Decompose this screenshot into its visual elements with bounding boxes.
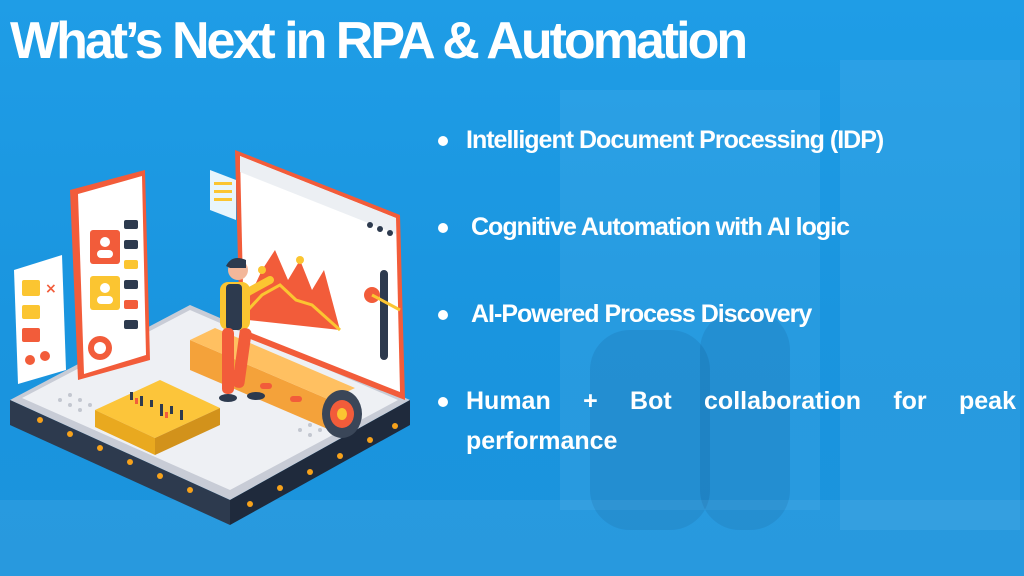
svg-text:×: × (45, 281, 57, 297)
bullet-dot-icon (438, 310, 448, 320)
bullet-dot-icon (438, 223, 448, 233)
bullet-text: Human + Bot collaboration for peak perfo… (466, 387, 1016, 455)
slide-title: What’s Next in RPA & Automation (10, 12, 748, 70)
bullet-item: Cognitive Automation with AI logic (438, 207, 1018, 247)
bullet-item: Intelligent Document Processing (IDP) (438, 120, 1018, 160)
bullet-dot-icon (438, 397, 448, 407)
bullet-text: Cognitive Automation with AI logic (471, 213, 850, 241)
bullet-dot-icon (438, 136, 448, 146)
bullet-item: Human + Bot collaboration for peak perfo… (438, 381, 1018, 461)
bullet-item: AI-Powered Process Discovery (438, 294, 1018, 334)
rpa-illustration: × (10, 150, 410, 525)
bullet-text: Intelligent Document Processing (IDP) (466, 126, 884, 154)
bullet-text: AI-Powered Process Discovery (471, 300, 812, 328)
